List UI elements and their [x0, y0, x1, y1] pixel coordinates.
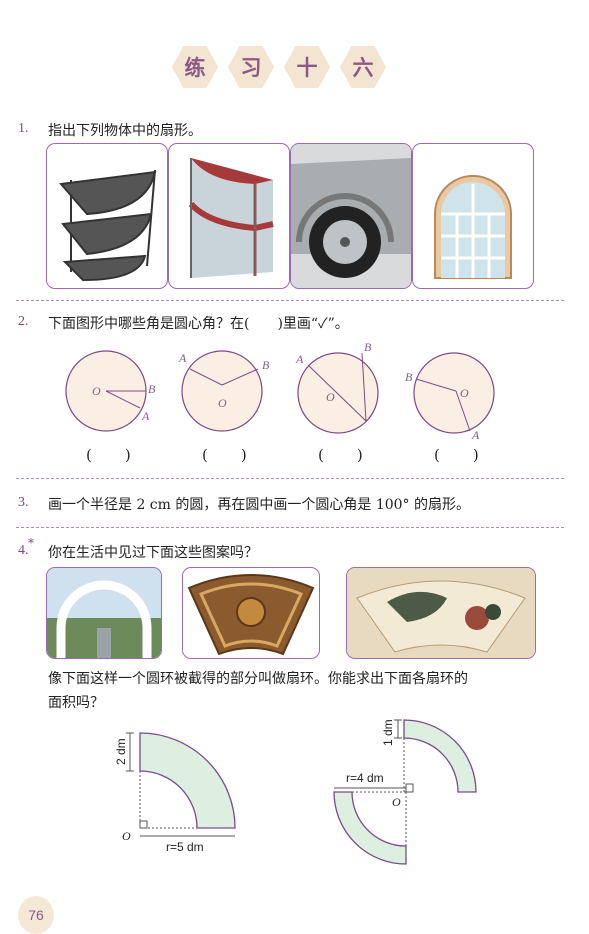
c1-label-B: B — [148, 382, 156, 396]
c3-label-O: O — [326, 390, 335, 404]
photo-folding-fan — [346, 567, 536, 659]
fig2-width-label: 1 dm — [381, 719, 395, 746]
circle-1: O B A — [65, 350, 156, 432]
fig1-radius-label: r=5 dm — [166, 840, 204, 854]
circle-4: O B A — [405, 352, 495, 440]
q4-number: 4. — [18, 543, 29, 558]
fig2-radius-label: r=4 dm — [346, 771, 384, 785]
photo-corner-cabinet — [168, 143, 290, 289]
fig2-center-label: O — [392, 795, 401, 809]
q2-answer-4[interactable]: ( ) — [434, 446, 480, 464]
q4-desc-line2: 面积吗？ — [48, 695, 104, 711]
annulus-figure-2: 1 dm r=4 dm O — [333, 719, 477, 865]
c4-label-O: O — [460, 386, 469, 400]
q4-star: * — [28, 536, 34, 550]
q1-text: 指出下列物体中的扇形。 — [48, 123, 202, 139]
q2-circles: O B A O A B O A B O B A — [65, 340, 495, 440]
photo-car-wheel — [290, 143, 412, 289]
c1-label-A: A — [141, 409, 150, 423]
q2-text: 下面图形中哪些角是圆心角？在( )里画“✓”。 — [48, 316, 349, 332]
c3-label-A: A — [295, 352, 304, 366]
q4-desc-line1: 像下面这样一个圆环被截得的部分叫做扇环。你能求出下面各扇环的 — [48, 671, 468, 687]
q2-answer-2[interactable]: ( ) — [202, 446, 248, 464]
c4-label-B: B — [405, 370, 413, 384]
divider-2 — [16, 478, 564, 479]
annulus-figure-1: 2 dm r=5 dm O — [114, 732, 236, 854]
q2-number: 2. — [18, 314, 29, 329]
title-char-3: 十 — [284, 46, 330, 88]
c1-label-O: O — [92, 384, 101, 398]
photo-carved-screen — [182, 567, 320, 659]
c4-label-A: A — [471, 428, 480, 440]
q3-text: 画一个半径是 2 cm 的圆，再在圆中画一个圆心角是 100° 的扇形。 — [48, 497, 470, 513]
fig1-width-label: 2 dm — [114, 738, 128, 765]
photo-corner-shelf — [46, 143, 168, 289]
fig1-center-label: O — [122, 829, 131, 843]
photo-arch-gate — [46, 567, 162, 659]
title-char-1: 练 — [172, 46, 218, 88]
title-char-2: 习 — [228, 46, 274, 88]
q2-answer-3[interactable]: ( ) — [318, 446, 364, 464]
c2-label-O: O — [218, 396, 227, 410]
q3-number: 3. — [18, 495, 29, 510]
divider-1 — [16, 300, 564, 301]
c3-label-B: B — [364, 340, 372, 354]
q1-number: 1. — [18, 121, 29, 136]
q2-answer-1[interactable]: ( ) — [86, 446, 132, 464]
photo-arched-window — [412, 143, 534, 289]
page-number: 76 — [18, 896, 54, 934]
title-char-4: 六 — [340, 46, 386, 88]
q4-text: 你在生活中见过下面这些图案吗？ — [48, 545, 258, 561]
c2-label-A: A — [178, 351, 187, 365]
divider-3 — [16, 527, 564, 528]
circle-2: O A B — [178, 350, 270, 432]
circle-3: O A B — [295, 340, 379, 434]
c2-label-B: B — [262, 358, 270, 372]
